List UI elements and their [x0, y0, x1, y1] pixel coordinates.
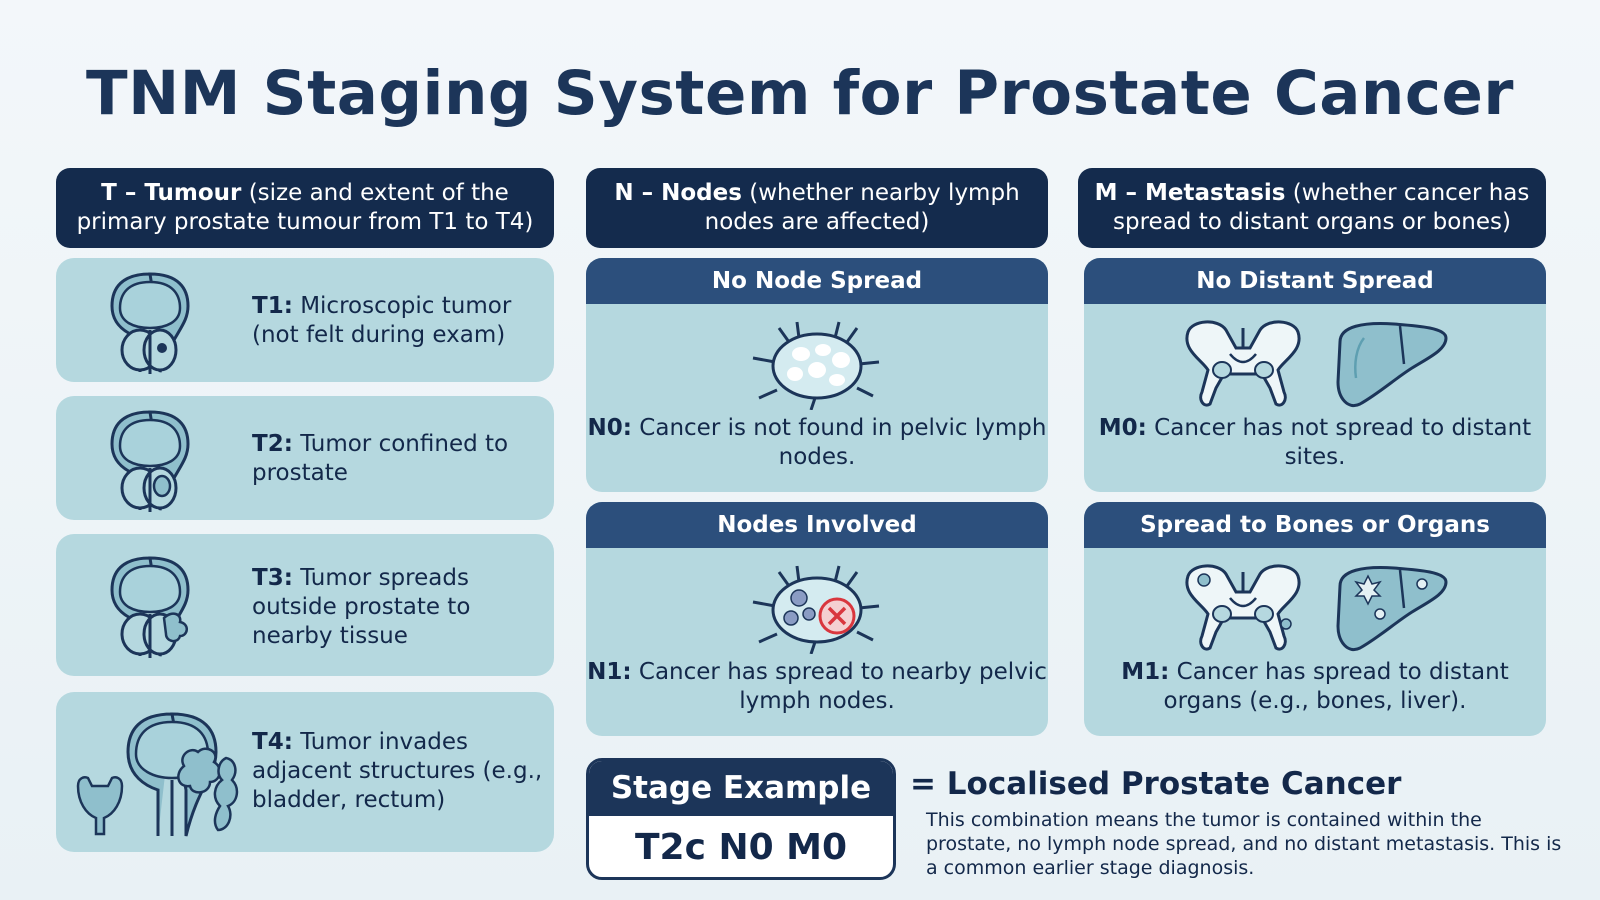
n0-panel: No Node Spread N0: Cancer is not found i…: [586, 258, 1048, 492]
prostate-t1-icon: [110, 272, 190, 374]
t4-description: Tumor invades adjacent structures (e.g.,…: [252, 729, 543, 813]
m1-description: Cancer has spread to distant organs (e.g…: [1163, 659, 1509, 714]
tumour-column-header: T – Tumour (size and extent of the prima…: [56, 168, 554, 248]
m1-text: M1: Cancer has spread to distant organs …: [1084, 658, 1546, 716]
n1-panel: Nodes Involved N1: Cancer has spread to …: [586, 502, 1048, 736]
prostate-t3-icon: [110, 556, 190, 658]
stage-example-box: Stage Example T2c N0 M0: [586, 758, 896, 880]
t1-code: T1:: [252, 293, 293, 319]
n0-code: N0:: [587, 415, 632, 441]
nodes-header-desc: (whether nearby lymph nodes are affected…: [704, 180, 1020, 235]
t1-card: T1: Microscopic tumor (not felt during e…: [56, 258, 554, 382]
tumour-header-desc: (size and extent of the primary prostate…: [76, 180, 534, 235]
liver-metastasis-icon: [1336, 566, 1448, 651]
lymph-node-cancer-icon: [752, 565, 880, 654]
n1-text: N1: Cancer has spread to nearby pelvic l…: [586, 658, 1048, 716]
m0-text: M0: Cancer has not spread to distant sit…: [1084, 414, 1546, 472]
pelvis-bone-metastasis-icon: [1185, 564, 1301, 651]
m0-description: Cancer has not spread to distant sites.: [1146, 415, 1532, 470]
n0-description: Cancer is not found in pelvic lymph node…: [631, 415, 1047, 470]
lymph-node-healthy-icon: [752, 321, 880, 410]
prostate-t4-icon: [76, 712, 239, 837]
metastasis-column-header: M – Metastasis (whether cancer has sprea…: [1078, 168, 1546, 248]
n1-code: N1:: [587, 659, 632, 685]
stage-example-value: T2c N0 M0: [634, 827, 848, 868]
page-title: TNM Staging System for Prostate Cancer: [86, 58, 1514, 129]
prostate-t2-icon: [110, 410, 190, 512]
t3-code: T3:: [252, 565, 293, 591]
n1-panel-header: Nodes Involved: [586, 502, 1048, 548]
stage-result-title: = Localised Prostate Cancer: [910, 766, 1402, 802]
t2-card: T2: Tumor confined to prostate: [56, 396, 554, 520]
nodes-column-header: N – Nodes (whether nearby lymph nodes ar…: [586, 168, 1048, 248]
t2-text: T2: Tumor confined to prostate: [252, 430, 554, 488]
t4-text: T4: Tumor invades adjacent structures (e…: [252, 728, 554, 815]
m0-panel: No Distant Spread M0: Cancer has not spr…: [1084, 258, 1546, 492]
t3-description: Tumor spreads outside prostate to nearby…: [252, 565, 471, 649]
n0-text: N0: Cancer is not found in pelvic lymph …: [586, 414, 1048, 472]
nodes-header-label: N – Nodes: [614, 180, 742, 206]
liver-icon: [1336, 322, 1448, 407]
t1-description: Microscopic tumor (not felt during exam): [252, 293, 512, 348]
metastasis-header-label: M – Metastasis: [1094, 180, 1286, 206]
t2-description: Tumor confined to prostate: [252, 431, 509, 486]
m1-panel: Spread to Bones or Organs M1: Cancer has…: [1084, 502, 1546, 736]
tumour-header-label: T – Tumour: [101, 180, 242, 206]
m1-panel-header: Spread to Bones or Organs: [1084, 502, 1546, 548]
t4-card: T4: Tumor invades adjacent structures (e…: [56, 692, 554, 852]
n0-panel-header: No Node Spread: [586, 258, 1048, 304]
t1-text: T1: Microscopic tumor (not felt during e…: [252, 292, 554, 350]
t2-code: T2:: [252, 431, 293, 457]
stage-result-description: This combination means the tumor is cont…: [926, 809, 1562, 879]
pelvis-bone-icon: [1185, 320, 1301, 407]
m0-code: M0:: [1098, 415, 1147, 441]
n1-description: Cancer has spread to nearby pelvic lymph…: [631, 659, 1047, 714]
m1-code: M1:: [1121, 659, 1170, 685]
t4-code: T4:: [252, 729, 293, 755]
stage-example-label: Stage Example: [589, 761, 893, 816]
m0-panel-header: No Distant Spread: [1084, 258, 1546, 304]
metastasis-header-desc: (whether cancer has spread to distant or…: [1113, 180, 1530, 235]
t3-card: T3: Tumor spreads outside prostate to ne…: [56, 534, 554, 676]
t3-text: T3: Tumor spreads outside prostate to ne…: [252, 564, 554, 651]
